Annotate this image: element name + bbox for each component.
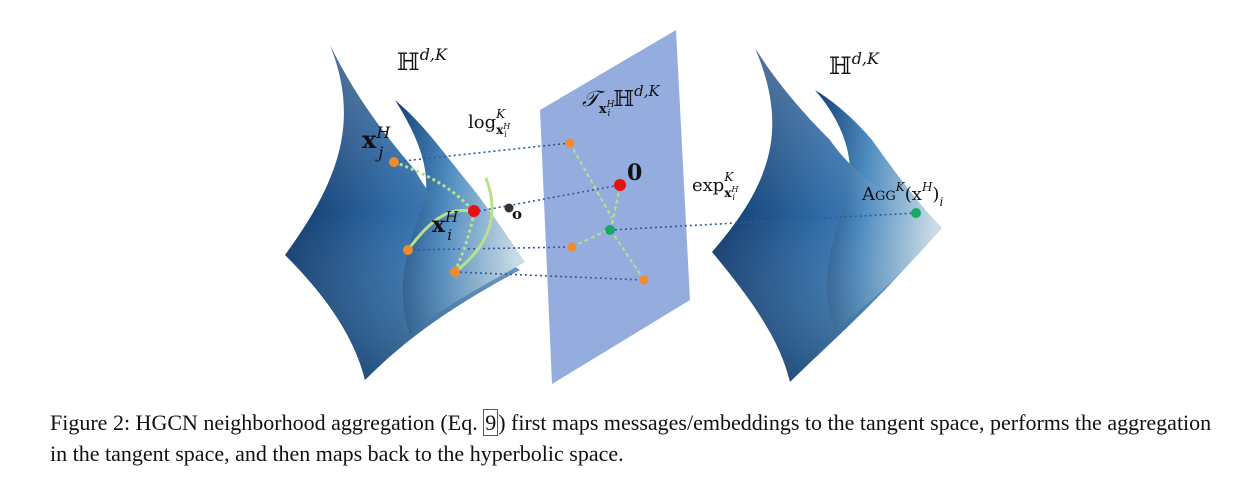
geodesic-arc-outer (406, 208, 475, 251)
tangent-point-top (565, 138, 575, 148)
center-point (468, 205, 480, 217)
tangent-aggregate-point (605, 225, 615, 235)
geodesic-dotted-neighbor (393, 160, 476, 213)
tangent-aggregation-vectors (569, 142, 645, 281)
log-map-line-neighbor-bottom (454, 271, 645, 281)
origin-point (504, 203, 514, 213)
left-space-label: ℍd,K (397, 45, 448, 76)
tangent-origin-point (614, 179, 626, 191)
caption-suffix: ) first maps messages/embeddings to the … (50, 410, 1212, 466)
neighbor-point-middle (403, 245, 413, 255)
aggregated-point (911, 208, 921, 218)
geodesic-arc-right (454, 177, 494, 274)
left-manifold-shading (285, 45, 520, 380)
right-manifold-shading (712, 48, 940, 382)
tangent-point-bottom (639, 275, 649, 285)
points (389, 138, 921, 285)
figure-caption: Figure 2: HGCN neighborhood aggregation … (50, 407, 1225, 469)
neighbor-point-bottom (450, 267, 460, 277)
tangent-vector-top (569, 142, 613, 219)
mapping-lines (393, 142, 917, 281)
equation-reference-link[interactable]: 9 (483, 409, 499, 436)
tangent-origin-label: 0 (627, 160, 642, 186)
caption-prefix: Figure 2: HGCN neighborhood aggregation … (50, 410, 484, 435)
origin-label: o (512, 205, 522, 223)
right-space-label: ℍd,K (829, 49, 880, 80)
exp-map-line (609, 212, 917, 231)
neighbor-point-top (389, 157, 399, 167)
geodesics (393, 160, 494, 274)
log-map-line-neighbor-middle (407, 246, 573, 251)
tangent-point-middle (567, 242, 577, 252)
left-hyperbolic-manifold (285, 45, 525, 380)
right-hyperbolic-manifold (712, 48, 942, 382)
aggregation-label: AggK(xH)i (861, 180, 943, 209)
tangent-vector-bottom (611, 231, 645, 281)
